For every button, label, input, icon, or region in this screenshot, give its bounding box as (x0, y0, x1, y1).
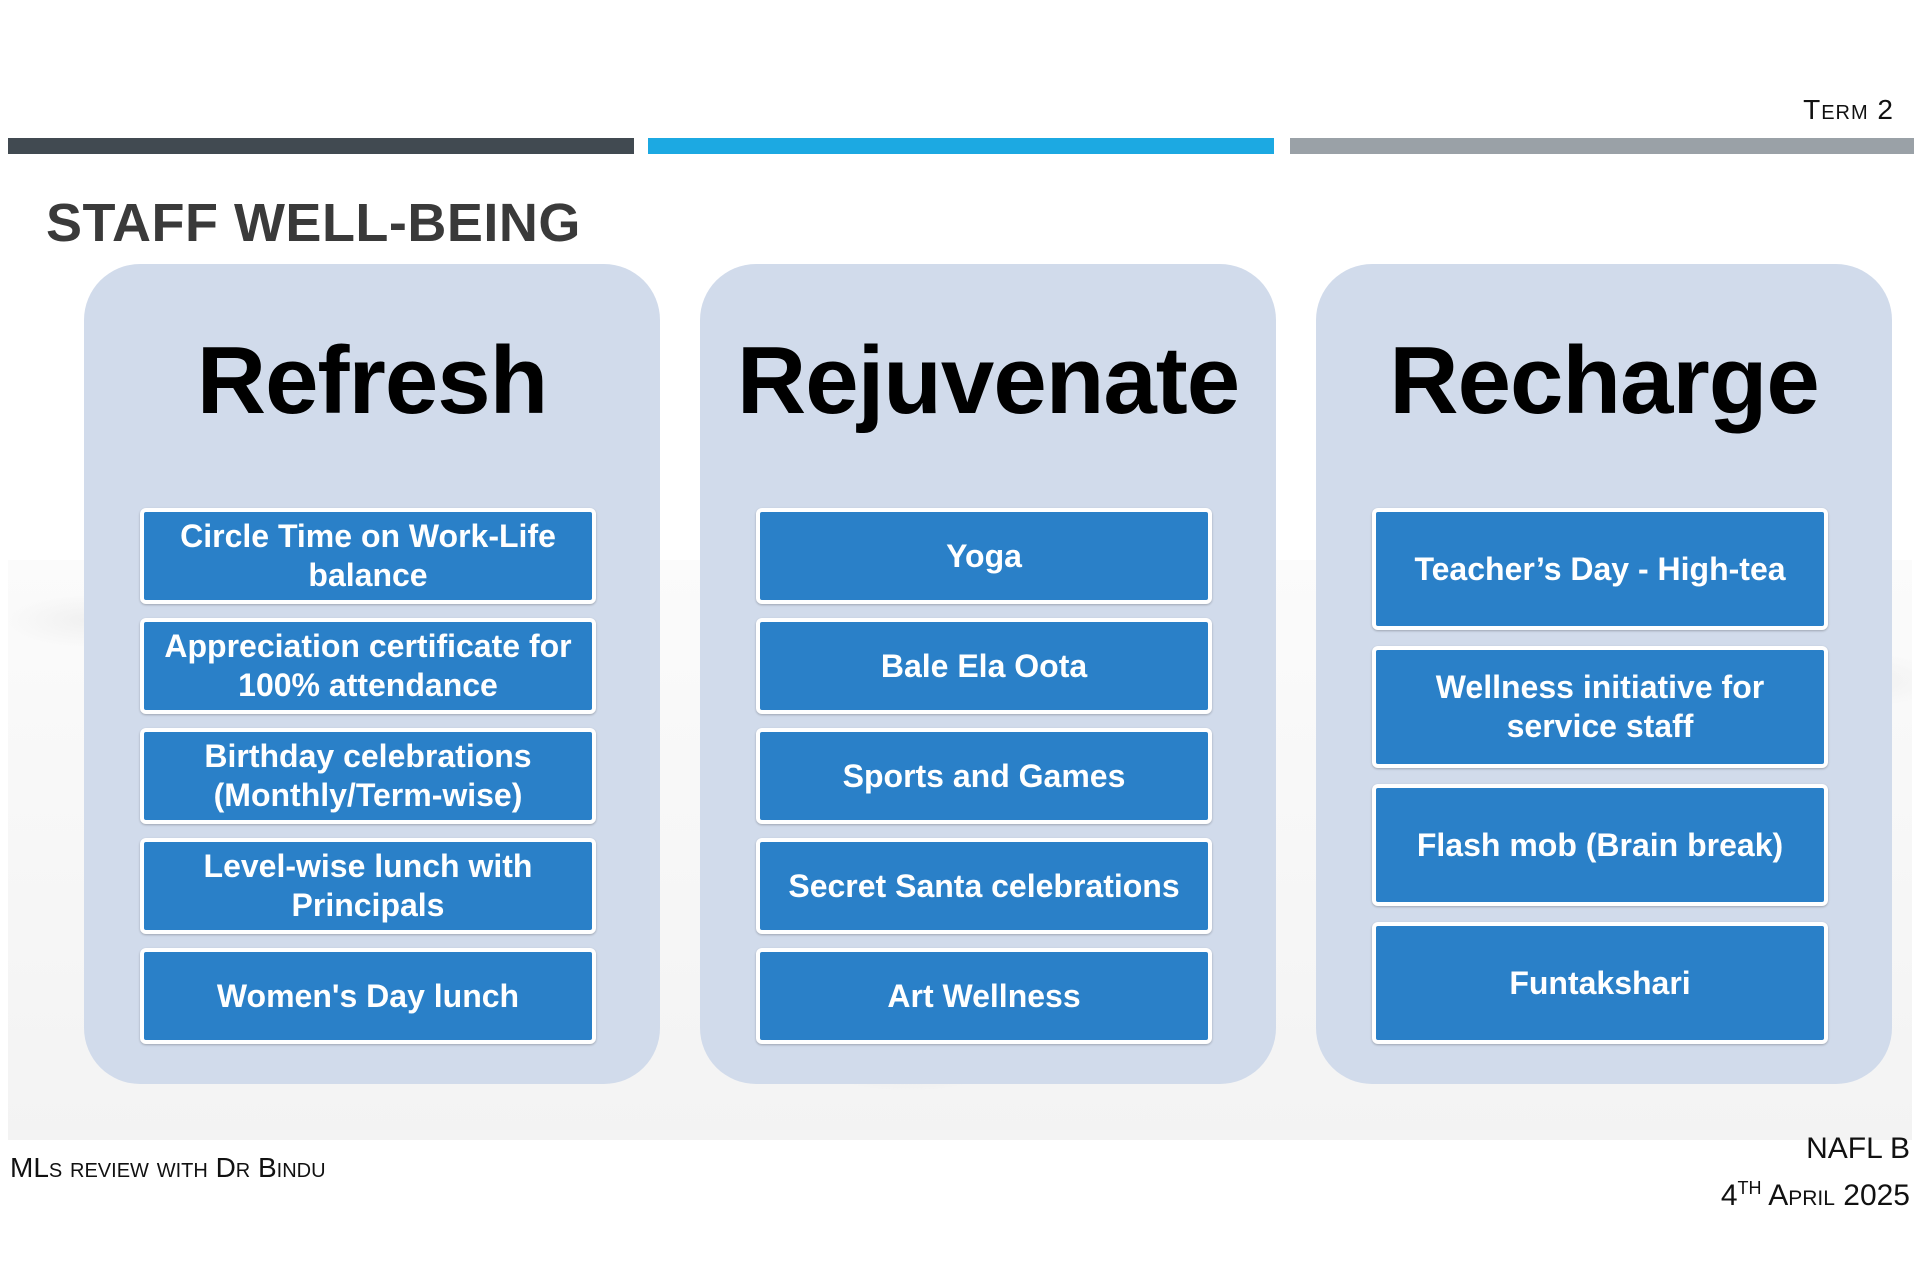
panel-heading-recharge: Recharge (1389, 327, 1820, 434)
page-title: STAFF WELL-BEING (46, 193, 581, 253)
footer-review-label: MLs review with Dr Bindu (10, 1152, 326, 1183)
term-label: Term 2 (1803, 94, 1894, 125)
item-box: Appreciation certificate for 100% attend… (140, 618, 596, 714)
item-box: Wellness initiative for service staff (1372, 646, 1828, 768)
footer-right: NAFL B 4TH April 2025 (1721, 1130, 1910, 1216)
header-bar-blue (648, 138, 1274, 154)
panel-rejuvenate: Rejuvenate Yoga Bale Ela Oota Sports and… (700, 264, 1276, 1084)
footer-org: NAFL B (1806, 1132, 1910, 1165)
footer-date: 4TH April 2025 (1721, 1168, 1910, 1216)
header-bar-dark (8, 138, 634, 154)
panel-heading-refresh: Refresh (196, 327, 548, 434)
item-box: Sports and Games (756, 728, 1212, 824)
date-rest: April 2025 (1761, 1179, 1910, 1212)
date-day: 4 (1720, 1179, 1738, 1212)
item-box: Funtakshari (1372, 922, 1828, 1044)
header-bar-grey (1290, 138, 1914, 154)
item-box: Level-wise lunch with Principals (140, 838, 596, 934)
item-box: Yoga (756, 508, 1212, 604)
panel-heading-rejuvenate: Rejuvenate (736, 327, 1240, 434)
item-box: Teacher’s Day - High-tea (1372, 508, 1828, 630)
item-box: Flash mob (Brain break) (1372, 784, 1828, 906)
date-suffix: TH (1737, 1178, 1762, 1198)
item-box: Art Wellness (756, 948, 1212, 1044)
item-box: Bale Ela Oota (756, 618, 1212, 714)
panel-recharge: Recharge Teacher’s Day - High-tea Wellne… (1316, 264, 1892, 1084)
item-box: Secret Santa celebrations (756, 838, 1212, 934)
item-box: Women's Day lunch (140, 948, 596, 1044)
panel-refresh: Refresh Circle Time on Work-Life balance… (84, 264, 660, 1084)
item-box: Birthday celebrations (Monthly/Term-wise… (140, 728, 596, 824)
item-box: Circle Time on Work-Life balance (140, 508, 596, 604)
